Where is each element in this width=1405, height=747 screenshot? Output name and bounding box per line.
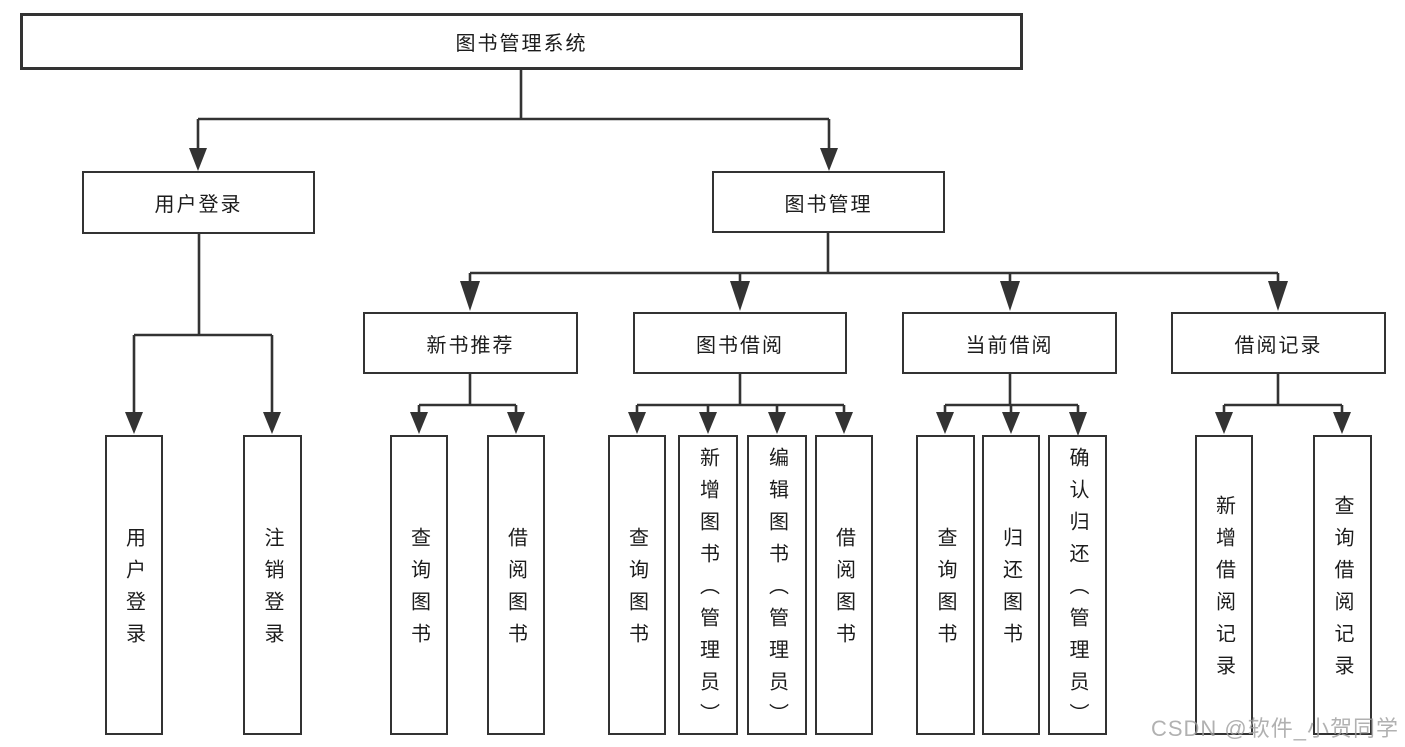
leaf-recommend-query-books: 查询图书: [390, 435, 448, 735]
node-new-book-recommend: 新书推荐: [363, 312, 578, 374]
node-book-borrow: 图书借阅: [633, 312, 847, 374]
watermark: CSDN @软件_小贺同学: [1150, 716, 1399, 741]
connector-root-to-level2: [189, 70, 838, 171]
leaf-user-login: 用户登录: [105, 435, 163, 735]
leaf-current-confirm-return-admin-label: 确认归还（管理员）: [1066, 447, 1088, 735]
leaf-borrow-edit-books-admin: 编辑图书（管理员）: [747, 435, 807, 735]
leaf-current-query-books-label: 查询图书: [934, 527, 956, 655]
connector-records-to-leaves: [1215, 374, 1351, 434]
leaf-recommend-borrow-books-label: 借阅图书: [504, 527, 527, 655]
node-current-borrow: 当前借阅: [902, 312, 1117, 374]
connector-mgmt-to-level3: [460, 233, 1288, 311]
node-user-login: 用户登录: [82, 171, 315, 234]
leaf-records-query-record-label: 查询借阅记录: [1331, 495, 1353, 687]
leaf-logout: 注销登录: [243, 435, 302, 735]
leaf-records-add-record-label: 新增借阅记录: [1212, 495, 1235, 687]
leaf-records-add-record: 新增借阅记录: [1195, 435, 1253, 735]
node-book-management: 图书管理: [712, 171, 945, 233]
node-root-system: 图书管理系统: [20, 13, 1023, 70]
node-borrow-records: 借阅记录: [1171, 312, 1386, 374]
leaf-current-query-books: 查询图书: [916, 435, 975, 735]
connector-borrow-to-leaves: [628, 374, 853, 434]
leaf-user-login-label: 用户登录: [122, 527, 145, 655]
leaf-borrow-borrow-books-label: 借阅图书: [832, 527, 855, 655]
leaf-current-return-books: 归还图书: [982, 435, 1040, 735]
leaf-logout-label: 注销登录: [261, 527, 283, 655]
leaf-borrow-query-books-label: 查询图书: [625, 527, 648, 655]
leaf-current-confirm-return-admin: 确认归还（管理员）: [1048, 435, 1107, 735]
leaf-borrow-borrow-books: 借阅图书: [815, 435, 873, 735]
leaf-borrow-edit-books-admin-label: 编辑图书（管理员）: [765, 447, 788, 735]
leaf-records-query-record: 查询借阅记录: [1313, 435, 1372, 735]
leaf-borrow-add-books-admin: 新增图书（管理员）: [678, 435, 738, 735]
leaf-recommend-borrow-books: 借阅图书: [487, 435, 545, 735]
connector-current-to-leaves: [936, 374, 1087, 436]
leaf-borrow-query-books: 查询图书: [608, 435, 666, 735]
connector-recommend-to-leaves: [410, 374, 525, 434]
connector-login-to-leaves: [125, 234, 281, 434]
leaf-current-return-books-label: 归还图书: [999, 527, 1022, 655]
leaf-borrow-add-books-admin-label: 新增图书（管理员）: [696, 447, 719, 735]
leaf-recommend-query-books-label: 查询图书: [407, 527, 430, 655]
